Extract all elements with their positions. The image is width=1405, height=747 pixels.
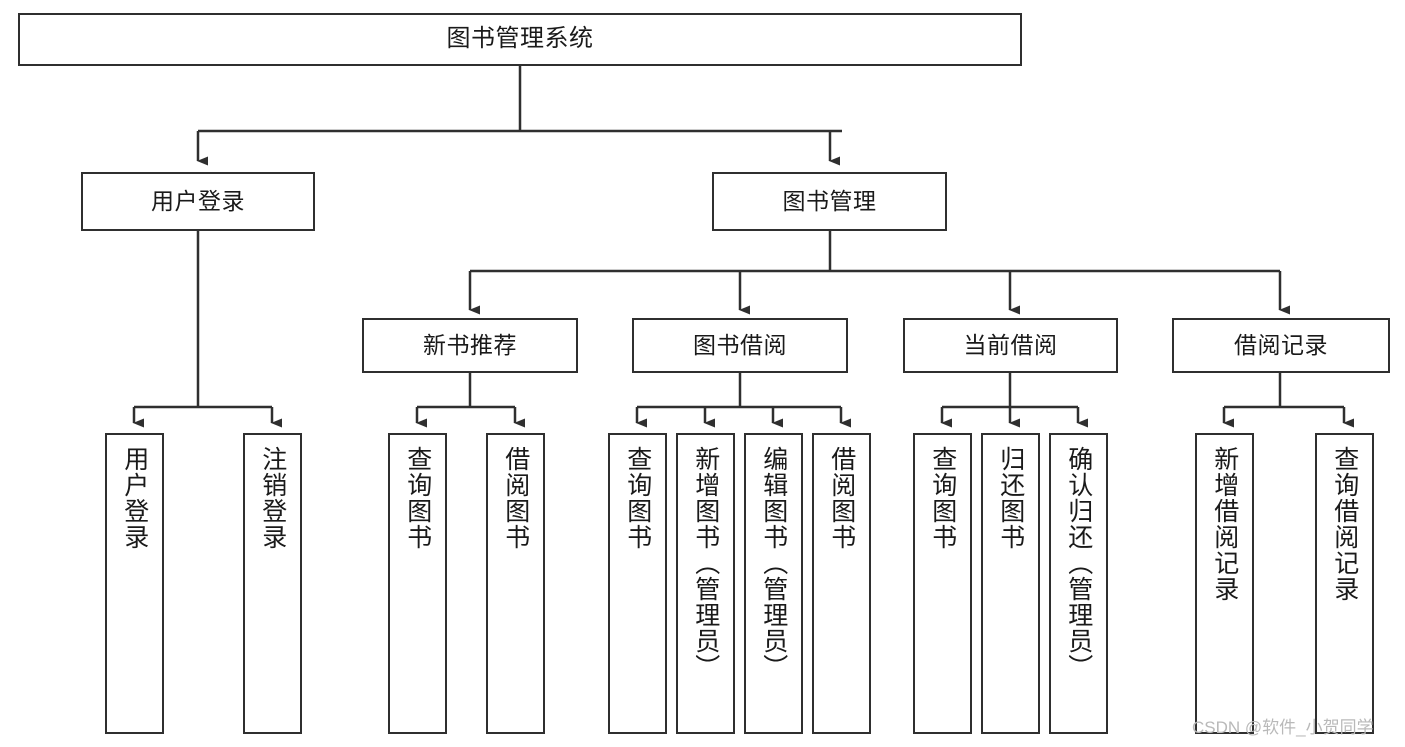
node-label: 图书管理 [782, 187, 877, 214]
node-label: 查询图书 [928, 446, 957, 550]
node-current-borrow[interactable]: 当前借阅 [903, 318, 1118, 373]
node-label: 查询图书 [623, 446, 652, 550]
node-book-management[interactable]: 图书管理 [712, 172, 947, 231]
leaf-recommend-borrow-book[interactable]: 借阅图书 [486, 433, 545, 734]
node-label: 当前借阅 [963, 331, 1058, 358]
node-label: 编辑图书（管理员） [759, 446, 788, 680]
node-label: 归还图书 [996, 446, 1025, 550]
node-label: 借阅图书 [827, 446, 856, 550]
leaf-current-confirm-return-admin[interactable]: 确认归还（管理员） [1049, 433, 1108, 734]
node-label: 新书推荐 [423, 331, 517, 358]
leaf-borrow-borrow-book[interactable]: 借阅图书 [812, 433, 871, 734]
node-label: 查询图书 [403, 446, 432, 550]
node-label: 查询借阅记录 [1330, 446, 1359, 602]
node-label: 确认归还（管理员） [1064, 446, 1093, 680]
node-label: 新增图书（管理员） [691, 446, 720, 680]
leaf-current-query-book[interactable]: 查询图书 [913, 433, 972, 734]
node-label: 借阅记录 [1234, 331, 1328, 358]
leaf-borrow-edit-book-admin[interactable]: 编辑图书（管理员） [744, 433, 803, 734]
leaf-current-return-book[interactable]: 归还图书 [981, 433, 1040, 734]
node-user-login[interactable]: 用户登录 [81, 172, 315, 231]
leaf-user-login-logout[interactable]: 注销登录 [243, 433, 302, 734]
leaf-records-query-record[interactable]: 查询借阅记录 [1315, 433, 1374, 734]
node-label: 借阅图书 [501, 446, 530, 550]
leaf-borrow-query-book[interactable]: 查询图书 [608, 433, 667, 734]
node-label: 图书借阅 [693, 331, 787, 358]
node-label: 新增借阅记录 [1210, 446, 1239, 602]
node-label: 用户登录 [151, 187, 245, 214]
node-root-system[interactable]: 图书管理系统 [18, 13, 1022, 66]
node-book-borrow[interactable]: 图书借阅 [632, 318, 848, 373]
node-borrow-records[interactable]: 借阅记录 [1172, 318, 1390, 373]
leaf-recommend-query-book[interactable]: 查询图书 [388, 433, 447, 734]
node-label: 注销登录 [258, 446, 287, 550]
node-label: 用户登录 [120, 446, 149, 550]
watermark: CSDN @软件_小贺同学 [1192, 718, 1374, 737]
leaf-user-login-login[interactable]: 用户登录 [105, 433, 164, 734]
leaf-records-add-record[interactable]: 新增借阅记录 [1195, 433, 1254, 734]
node-new-book-recommend[interactable]: 新书推荐 [362, 318, 578, 373]
leaf-borrow-add-book-admin[interactable]: 新增图书（管理员） [676, 433, 735, 734]
node-label: 图书管理系统 [446, 25, 594, 53]
